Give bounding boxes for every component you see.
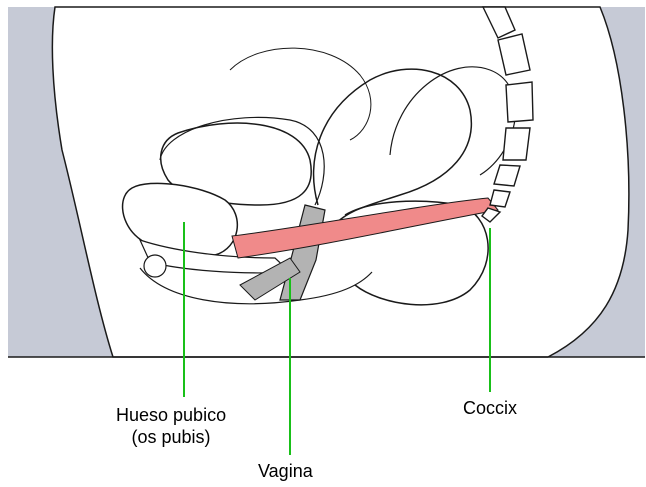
clitoris-circle — [144, 255, 166, 277]
label-coccyx: Coccix — [463, 397, 517, 419]
vertebra — [506, 82, 533, 122]
vertebra — [503, 128, 530, 160]
label-vagina: Vagina — [258, 460, 313, 482]
label-pubic-bone: Hueso pubico (os pubis) — [116, 404, 226, 448]
label-pubic-bone-line2: (os pubis) — [116, 426, 226, 448]
label-pubic-bone-line1: Hueso pubico — [116, 404, 226, 426]
